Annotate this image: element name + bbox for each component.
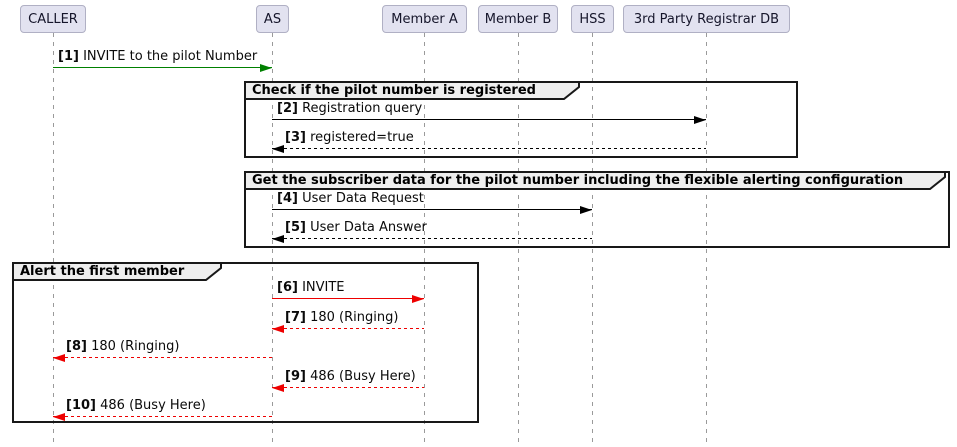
message-arrowhead	[272, 383, 284, 392]
message-seq: [3]	[285, 130, 306, 145]
message-arrow-line	[53, 416, 272, 417]
message-seq: [6]	[277, 280, 298, 295]
message-label: [6] INVITE	[277, 280, 345, 296]
message-text: 486 (Busy Here)	[310, 369, 416, 384]
group-title: Get the subscriber data for the pilot nu…	[252, 173, 904, 188]
message-seq: [9]	[285, 369, 306, 384]
participant-label: AS	[263, 11, 282, 27]
participant-as: AS	[256, 5, 289, 33]
message-seq: [10]	[66, 398, 96, 413]
message-seq: [2]	[277, 101, 298, 116]
message-seq: [5]	[285, 220, 306, 235]
message-arrow-line	[272, 209, 592, 210]
message-arrowhead	[260, 63, 272, 72]
group-frame-alert-first-member: Alert the first member	[12, 262, 479, 423]
participant-caller: CALLER	[20, 5, 86, 33]
message-arrowhead	[272, 324, 284, 333]
message-label: [7] 180 (Ringing)	[285, 310, 398, 326]
message-text: INVITE	[302, 280, 345, 295]
message-arrow-line	[272, 387, 424, 388]
participant-label: Member A	[391, 11, 458, 27]
message-text: User Data Answer	[310, 220, 427, 235]
message-label: [9] 486 (Busy Here)	[285, 369, 416, 385]
message-label: [2] Registration query	[277, 101, 422, 117]
message-label: [5] User Data Answer	[285, 220, 427, 236]
message-arrowhead	[412, 294, 424, 303]
message-text: 180 (Ringing)	[91, 339, 180, 354]
message-arrowhead	[694, 115, 706, 124]
message-arrowhead	[272, 144, 284, 153]
message-text: Registration query	[302, 101, 423, 116]
participant-label: Member B	[484, 11, 552, 27]
participant-member-b: Member B	[478, 5, 558, 33]
message-arrow-line	[53, 67, 272, 68]
message-seq: [1]	[58, 49, 79, 64]
message-seq: [7]	[285, 310, 306, 325]
message-arrowhead	[272, 234, 284, 243]
message-label: [8] 180 (Ringing)	[66, 339, 179, 355]
message-arrowhead	[580, 205, 592, 214]
message-arrow-line	[53, 357, 272, 358]
message-label: [4] User Data Request	[277, 191, 424, 207]
message-arrow-line	[272, 119, 706, 120]
lifeline-registrar	[705, 33, 707, 443]
participant-hss: HSS	[571, 5, 614, 33]
message-text: INVITE to the pilot Number	[83, 49, 258, 64]
group-title: Check if the pilot number is registered	[252, 83, 536, 98]
message-text: User Data Request	[302, 191, 424, 206]
group-title-pentagon	[244, 81, 580, 100]
message-seq: [4]	[277, 191, 298, 206]
participant-member-a: Member A	[382, 5, 467, 33]
participant-registrar: 3rd Party Registrar DB	[623, 5, 790, 33]
group-title: Alert the first member	[20, 264, 185, 279]
group-frame-check-pilot-registered: Check if the pilot number is registered	[244, 81, 798, 158]
message-arrow-line	[272, 328, 424, 329]
message-arrowhead	[53, 412, 65, 421]
message-label: [1] INVITE to the pilot Number	[58, 49, 257, 65]
message-text: registered=true	[310, 130, 414, 145]
participant-label: HSS	[579, 11, 606, 27]
group-frame-get-subscriber-data: Get the subscriber data for the pilot nu…	[244, 171, 950, 248]
message-arrow-line	[272, 298, 424, 299]
message-seq: [8]	[66, 339, 87, 354]
message-label: [3] registered=true	[285, 130, 414, 146]
participant-label: 3rd Party Registrar DB	[633, 11, 780, 27]
group-title-pentagon	[244, 171, 946, 190]
message-label: [10] 486 (Busy Here)	[66, 398, 206, 414]
lifeline-hss	[591, 33, 593, 443]
participant-label: CALLER	[28, 11, 78, 27]
group-title-pentagon	[12, 262, 222, 281]
message-arrowhead	[53, 353, 65, 362]
message-text: 180 (Ringing)	[310, 310, 399, 325]
lifeline-caller	[52, 33, 54, 443]
message-text: 486 (Busy Here)	[100, 398, 206, 413]
message-arrow-line	[272, 238, 592, 239]
message-arrow-line	[272, 148, 706, 149]
